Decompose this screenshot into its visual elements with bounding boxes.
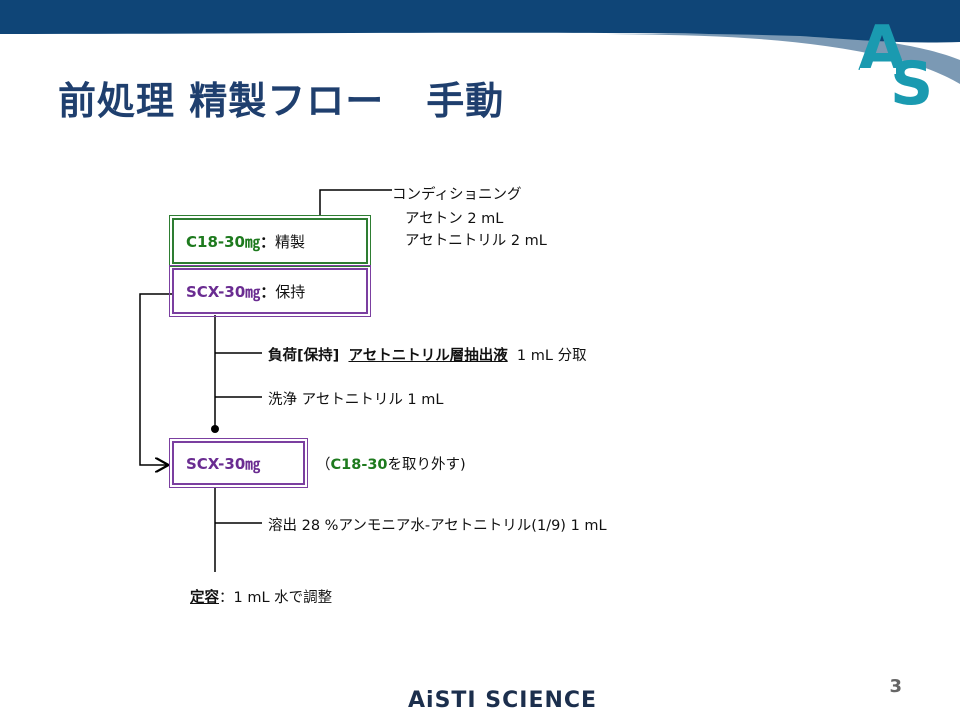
scx-role: 保持 bbox=[275, 282, 306, 301]
scx-elution-box: SCX-30㎎ bbox=[169, 438, 308, 488]
header-band bbox=[0, 0, 960, 84]
elution-step: 溶出 28 %アンモニア水-アセトニトリル(1/9) 1 mL bbox=[268, 518, 607, 534]
c18-role: 精製 bbox=[275, 232, 306, 251]
load-volume: 1 mL 分取 bbox=[516, 348, 587, 364]
remove-c18-note: （C18-30を取り外す) bbox=[316, 453, 466, 474]
final-detail: ：1 mL 水で調整 bbox=[219, 590, 333, 606]
title-mode: 手動 bbox=[426, 79, 505, 123]
title-main: 前処理 精製フロー bbox=[58, 79, 385, 123]
conditioning-acetone: アセトン 2 mL bbox=[405, 211, 504, 227]
remove-note-rest: を取り外す) bbox=[387, 457, 466, 473]
as-logo: A S bbox=[858, 12, 933, 119]
load-solvent: アセトニトリル層抽出液 bbox=[348, 348, 508, 364]
c18-sep: ： bbox=[259, 232, 275, 251]
conditioning-acetonitrile: アセトニトリル 2 mL bbox=[405, 233, 547, 249]
flow-dot bbox=[211, 425, 219, 433]
conditioning-header: コンディショニング bbox=[392, 187, 522, 203]
scx2-name: SCX-30㎎ bbox=[186, 454, 261, 473]
scx-cartridge-box: SCX-30㎎ ： 保持 bbox=[169, 265, 371, 317]
load-prefix: 負荷[保持] bbox=[268, 348, 340, 364]
remove-note-open: （ bbox=[316, 457, 331, 473]
slide-title: 前処理 精製フロー手動 bbox=[58, 70, 504, 125]
return-arrow bbox=[139, 293, 172, 465]
c18-name: C18-30㎎ bbox=[186, 232, 260, 251]
scx-sep: ： bbox=[260, 282, 276, 301]
load-step: 負荷[保持] アセトニトリル層抽出液 1 mL 分取 bbox=[268, 344, 587, 365]
conditioning-line bbox=[319, 189, 392, 216]
footer-brand: AiSTI SCIENCE bbox=[408, 688, 598, 713]
remove-note-c18: C18-30 bbox=[330, 457, 388, 473]
page-number: 3 bbox=[889, 676, 902, 697]
scx-name: SCX-30㎎ bbox=[186, 282, 261, 301]
c18-cartridge-box: C18-30㎎ ： 精製 bbox=[169, 215, 371, 267]
wash-step: 洗浄 アセトニトリル 1 mL bbox=[268, 392, 444, 408]
svg-text:S: S bbox=[890, 49, 933, 119]
final-volume-step: 定容：1 mL 水で調整 bbox=[190, 586, 332, 607]
final-label: 定容 bbox=[190, 590, 219, 606]
